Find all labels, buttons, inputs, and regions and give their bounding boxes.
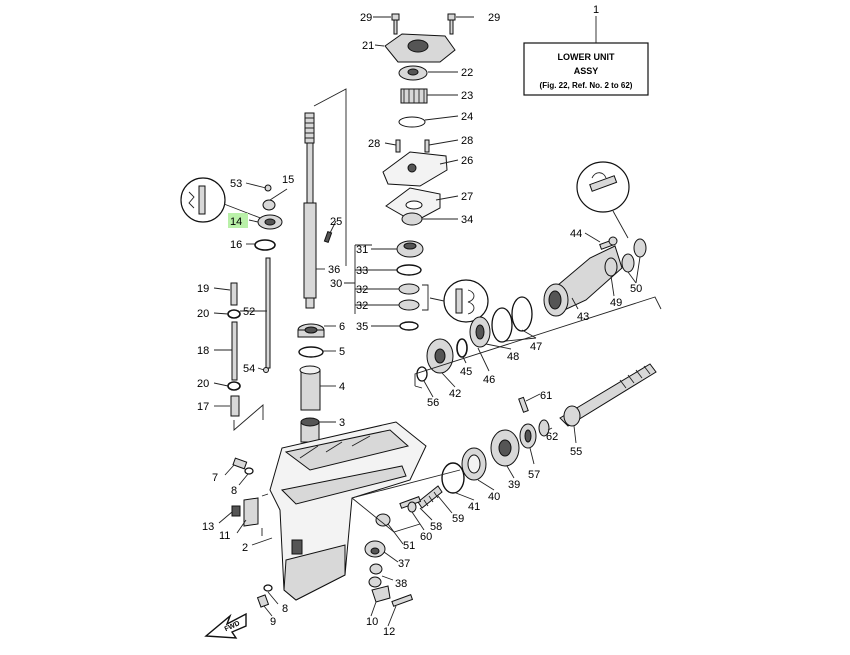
callout-6: 6 <box>339 321 345 333</box>
callout-12: 12 <box>383 626 395 638</box>
callout-50: 50 <box>630 283 642 295</box>
callout-18: 18 <box>197 345 209 357</box>
callout-44: 44 <box>570 228 582 240</box>
callout-43: 43 <box>577 311 589 323</box>
callout-41: 41 <box>468 501 480 513</box>
callout-21: 21 <box>362 40 374 52</box>
callout-11: 11 <box>219 530 230 542</box>
callout-56: 56 <box>427 397 439 409</box>
callout-60: 60 <box>420 531 432 543</box>
callout-47: 47 <box>530 341 542 353</box>
title-box: 1 LOWER UNIT ASSY (Fig. 22, Ref. No. 2 t… <box>523 4 649 96</box>
title-line1: LOWER UNIT <box>558 52 615 62</box>
callout-26: 26 <box>461 155 473 167</box>
callout-15: 15 <box>282 174 294 186</box>
callout-28b: 28 <box>461 135 473 147</box>
callout-3: 3 <box>339 417 345 429</box>
callout-29b: 29 <box>488 12 500 24</box>
callout-8a: 8 <box>231 485 237 497</box>
drive-shaft-bushings <box>297 323 325 443</box>
bottom-parts-group <box>231 457 414 608</box>
callout-4: 4 <box>339 381 345 393</box>
callout-51: 51 <box>403 540 415 552</box>
title-line3: (Fig. 22, Ref. No. 2 to 62) <box>540 81 633 90</box>
propeller-shaft-housing-group <box>414 161 662 389</box>
callout-54: 54 <box>243 363 255 375</box>
callout-53: 53 <box>230 178 242 190</box>
callout-33: 33 <box>356 265 368 277</box>
title-line2: ASSY <box>574 66 599 76</box>
callout-14: 14 <box>230 216 242 228</box>
callout-7: 7 <box>212 472 218 484</box>
callout-16: 16 <box>230 239 242 251</box>
callout-24: 24 <box>461 111 473 123</box>
callout-19: 19 <box>197 283 209 295</box>
callout-25: 25 <box>330 216 342 228</box>
callout-9: 9 <box>270 616 276 628</box>
callout-23: 23 <box>461 90 473 102</box>
callout-48: 48 <box>507 351 519 363</box>
callout-27: 27 <box>461 191 473 203</box>
callout-2: 2 <box>242 542 248 554</box>
callout-36: 36 <box>328 264 340 276</box>
callout-38: 38 <box>395 578 407 590</box>
drive-shaft <box>303 88 347 309</box>
fwd-arrow-icon: FWD <box>204 612 247 639</box>
callout-37: 37 <box>398 558 410 570</box>
water-pump-group <box>344 13 456 331</box>
callout-58: 58 <box>430 521 442 533</box>
callout-17: 17 <box>197 401 209 413</box>
callout-29a: 29 <box>360 12 372 24</box>
callout-14-highlight <box>228 213 248 228</box>
callout-52: 52 <box>243 306 255 318</box>
callout-5: 5 <box>339 346 345 358</box>
callout-45: 45 <box>460 366 472 378</box>
callout-8b: 8 <box>282 603 288 615</box>
callout-22: 22 <box>461 67 473 79</box>
callout-34: 34 <box>461 214 473 226</box>
callout-10: 10 <box>366 616 378 628</box>
callout-28a: 28 <box>368 138 380 150</box>
callout-39: 39 <box>508 479 520 491</box>
callout-59: 59 <box>452 513 464 525</box>
shift-rod-group <box>180 177 283 431</box>
callout-42: 42 <box>449 388 461 400</box>
lower-case-housing <box>269 421 427 601</box>
callout-32b: 32 <box>356 300 368 312</box>
callout-61: 61 <box>540 390 552 402</box>
callout-46: 46 <box>483 374 495 386</box>
callout-20a: 20 <box>197 308 209 320</box>
callout-57: 57 <box>528 469 540 481</box>
callout-30: 30 <box>330 278 342 290</box>
leader-lines <box>213 16 641 627</box>
grease-symbol-icon <box>429 279 489 323</box>
propeller-shaft-group <box>351 363 657 533</box>
callout-13: 13 <box>202 521 214 533</box>
callout-40: 40 <box>488 491 500 503</box>
callout-35: 35 <box>356 321 368 333</box>
callout-32a: 32 <box>356 284 368 296</box>
callout-49: 49 <box>610 297 622 309</box>
callout-31: 31 <box>356 244 368 256</box>
callout-62: 62 <box>546 431 558 443</box>
callout-55: 55 <box>570 446 582 458</box>
callout-1: 1 <box>593 4 599 16</box>
callout-20b: 20 <box>197 378 209 390</box>
